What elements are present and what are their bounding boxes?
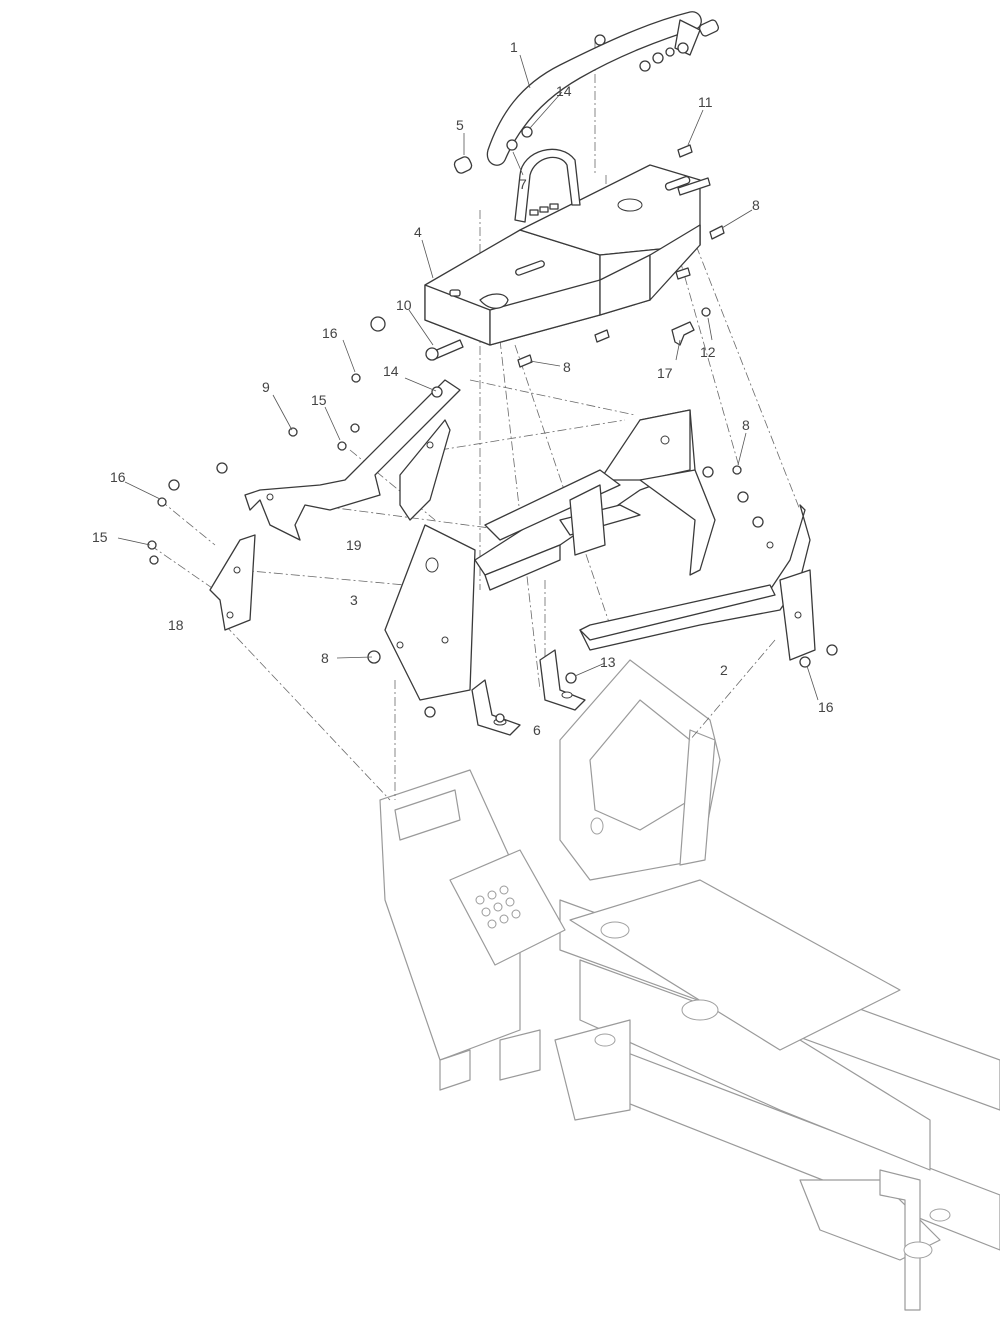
- console-slots: [529, 203, 559, 216]
- callout-16: 16: [322, 325, 338, 341]
- nut-hardware: [594, 34, 675, 72]
- callout-18: 18: [168, 617, 184, 633]
- callout-16: 16: [818, 699, 834, 715]
- callout-15: 15: [92, 529, 108, 545]
- callout-8: 8: [742, 417, 750, 433]
- callout-11: 11: [698, 94, 713, 110]
- angled-brace-part-19: [244, 379, 461, 541]
- callout-12: 12: [700, 344, 716, 360]
- l-bracket-parts: [471, 649, 586, 736]
- callout-14: 14: [556, 83, 572, 99]
- callout-10: 10: [396, 297, 412, 313]
- callout-leaders: [117, 54, 819, 701]
- callout-5: 5: [456, 117, 464, 133]
- callout-labels: 1 14 5 7 11 8 4 10 12 17 8 16 14 9 15 8 …: [92, 39, 834, 738]
- callout-9: 9: [262, 379, 270, 395]
- callout-1: 1: [510, 39, 518, 55]
- hardware-fasteners: [147, 126, 838, 723]
- left-side-plate-part-18: [209, 534, 256, 631]
- rear-bracket-part: [579, 504, 816, 661]
- callout-8: 8: [563, 359, 571, 375]
- mower-frame: [379, 659, 1000, 1311]
- callout-14: 14: [383, 363, 399, 379]
- callout-19: 19: [346, 537, 362, 553]
- callout-4: 4: [414, 224, 422, 240]
- callout-6: 6: [533, 722, 541, 738]
- callout-2: 2: [720, 662, 728, 678]
- callout-16: 16: [110, 469, 126, 485]
- callout-8: 8: [752, 197, 760, 213]
- alignment-lines: [149, 40, 801, 801]
- callout-3: 3: [350, 592, 358, 608]
- callout-17: 17: [657, 365, 673, 381]
- main-cross-frame-part: [384, 409, 716, 701]
- callout-7: 7: [519, 176, 527, 192]
- callout-13: 13: [600, 654, 616, 670]
- console-box-part: [424, 148, 701, 346]
- handle-bar-part: [486, 11, 720, 166]
- callout-8: 8: [321, 650, 329, 666]
- callout-15: 15: [311, 392, 327, 408]
